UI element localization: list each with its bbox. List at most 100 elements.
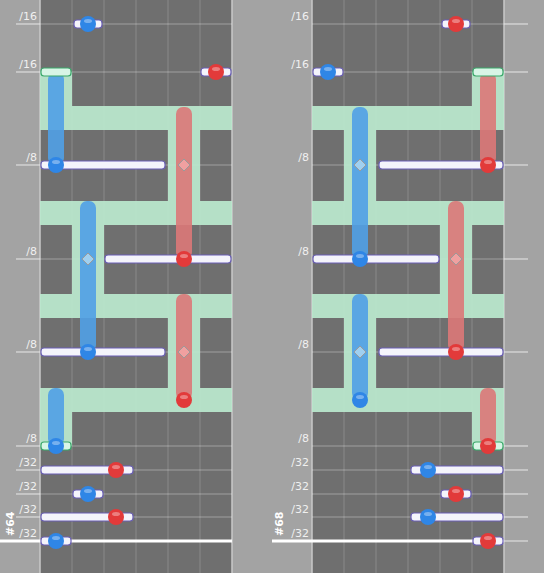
beat-tick	[504, 517, 528, 518]
note-bar	[41, 68, 71, 76]
lane-divider	[376, 0, 377, 573]
beat-tick	[504, 72, 528, 73]
beat-line	[312, 494, 504, 495]
note-head	[48, 157, 64, 173]
note-head	[80, 16, 96, 32]
note-bar	[105, 255, 231, 263]
beat-label: /32	[272, 480, 309, 493]
note-head	[80, 486, 96, 502]
note-head	[352, 251, 368, 267]
slide-band	[312, 106, 504, 130]
hold-body	[480, 72, 496, 165]
note-head	[480, 157, 496, 173]
slide-band	[40, 106, 232, 130]
note-shine	[484, 160, 492, 164]
beat-tick	[504, 470, 528, 471]
beat-tick	[504, 259, 528, 260]
beat-tick	[504, 446, 528, 447]
beat-label: /32	[0, 480, 37, 493]
measure-number: #68	[273, 511, 286, 536]
note-head	[480, 438, 496, 454]
beat-tick	[504, 494, 528, 495]
lane-ground	[40, 0, 232, 573]
note-head	[208, 64, 224, 80]
hold-marker	[178, 346, 190, 358]
beat-tick	[16, 446, 40, 447]
lane-ground	[312, 0, 504, 573]
slide-band	[40, 294, 232, 318]
slide-band	[312, 388, 504, 412]
beat-label: /16	[0, 58, 37, 71]
note-shine	[484, 441, 492, 445]
note-shine	[52, 441, 60, 445]
beat-label: /8	[272, 151, 309, 164]
lane-divider	[408, 0, 409, 573]
note-shine	[84, 347, 92, 351]
beat-line	[40, 24, 232, 25]
note-head	[448, 344, 464, 360]
hold-body	[480, 388, 496, 446]
beat-label: /8	[272, 338, 309, 351]
beat-label: /8	[0, 151, 37, 164]
hold-body	[48, 72, 64, 165]
beat-tick	[504, 352, 528, 353]
note-shine	[484, 536, 492, 540]
beat-tick	[16, 72, 40, 73]
note-shine	[84, 489, 92, 493]
note-shine	[424, 512, 432, 516]
beat-label: /16	[272, 58, 309, 71]
note-head	[448, 16, 464, 32]
note-shine	[452, 347, 460, 351]
note-head	[108, 462, 124, 478]
slide-band	[40, 201, 232, 225]
beat-tick	[16, 24, 40, 25]
note-head	[420, 509, 436, 525]
note-head	[352, 392, 368, 408]
note-head	[48, 438, 64, 454]
note-shine	[424, 465, 432, 469]
note-head	[176, 392, 192, 408]
note-shine	[112, 465, 120, 469]
hold-body	[448, 201, 464, 352]
hold-marker	[354, 346, 366, 358]
note-head	[108, 509, 124, 525]
slide-band	[312, 201, 504, 225]
beat-tick	[16, 470, 40, 471]
beat-tick	[504, 165, 528, 166]
note-shine	[84, 19, 92, 23]
beat-label: /16	[0, 10, 37, 23]
hold-body	[176, 294, 192, 400]
note-bar	[313, 255, 439, 263]
hold-marker	[354, 159, 366, 171]
note-shine	[112, 512, 120, 516]
note-shine	[212, 67, 220, 71]
beat-label: /8	[272, 432, 309, 445]
slide-band	[40, 388, 232, 412]
note-head	[448, 486, 464, 502]
beat-line	[312, 24, 504, 25]
hold-body	[176, 107, 192, 259]
beat-tick	[16, 352, 40, 353]
lane-border	[311, 0, 313, 573]
hold-marker	[178, 159, 190, 171]
beat-label: /32	[272, 456, 309, 469]
hold-marker	[450, 253, 462, 265]
note-shine	[356, 254, 364, 258]
note-head	[80, 344, 96, 360]
beat-tick	[504, 541, 528, 542]
slide-band	[312, 294, 504, 318]
beat-label: /8	[0, 432, 37, 445]
beat-label: /32	[0, 456, 37, 469]
hold-body	[352, 107, 368, 259]
hold-body	[352, 294, 368, 400]
beat-line	[40, 494, 232, 495]
note-shine	[452, 19, 460, 23]
note-shine	[356, 395, 364, 399]
note-head	[176, 251, 192, 267]
beat-label: /8	[0, 338, 37, 351]
beat-tick	[16, 517, 40, 518]
note-shine	[452, 489, 460, 493]
beat-tick	[16, 494, 40, 495]
lane-border	[231, 0, 233, 573]
